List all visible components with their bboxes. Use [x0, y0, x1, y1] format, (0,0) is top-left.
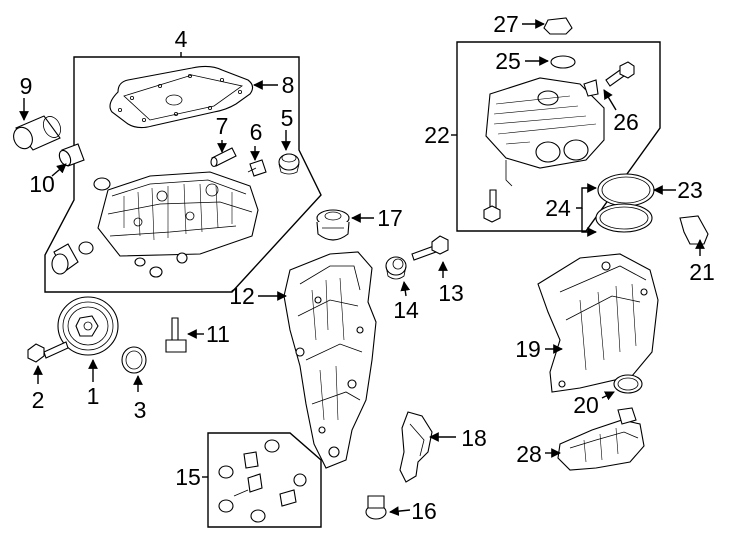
callout-11: 11 — [206, 321, 230, 347]
pin-part-7 — [210, 147, 237, 168]
cylinder-part-9 — [13, 115, 62, 151]
fittings-group-15 — [218, 439, 307, 523]
callout-1: 1 — [87, 383, 100, 409]
group-box-15 — [207, 432, 322, 528]
callout-13: 13 — [438, 280, 464, 306]
callout-26: 26 — [613, 109, 639, 135]
callout-27: 27 — [493, 11, 519, 37]
thermostat-part-17 — [316, 209, 350, 241]
seal-ring-part-25 — [550, 55, 576, 69]
shield-part-21 — [679, 215, 709, 245]
group-box-4 — [44, 56, 322, 293]
callout-25: 25 — [495, 48, 521, 74]
intake-manifold-part-19 — [537, 253, 659, 393]
valve-part-6 — [247, 159, 267, 177]
gasket-part-8 — [109, 65, 254, 129]
callout-10: 10 — [29, 171, 55, 197]
resonator-part-22 — [485, 77, 605, 187]
callout-20: 20 — [573, 392, 599, 418]
bolt-in-group-22 — [483, 189, 501, 223]
callout-28: 28 — [516, 441, 542, 467]
bolt-part-13 — [411, 235, 449, 261]
callout-labels: 4 9 10 8 7 6 5 1 2 3 11 12 17 13 14 18 1… — [20, 11, 715, 524]
callout-16: 16 — [411, 498, 437, 524]
callout-7: 7 — [216, 113, 229, 139]
callout-17: 17 — [377, 205, 403, 231]
callout-8: 8 — [282, 72, 295, 98]
gasket-part-20 — [613, 374, 643, 394]
callout-15: 15 — [175, 464, 201, 490]
callout-14: 14 — [393, 297, 419, 323]
callout-22: 22 — [424, 122, 450, 148]
cylinder-part-10 — [58, 143, 85, 167]
cover-housing-part — [78, 171, 259, 278]
cap-part-14 — [385, 256, 407, 280]
plug-part-in-group-4 — [51, 243, 79, 275]
timing-cover-part-12 — [283, 251, 377, 469]
actuator-part-28 — [557, 407, 645, 471]
seal-part-3 — [121, 346, 147, 374]
sensor-part-11 — [165, 317, 187, 353]
callout-24: 24 — [545, 195, 571, 221]
callout-5: 5 — [281, 105, 294, 131]
callout-18: 18 — [461, 425, 487, 451]
callout-12: 12 — [229, 283, 255, 309]
clamp-part-23 — [595, 173, 655, 233]
pulley-part-1 — [57, 296, 119, 356]
callout-2: 2 — [32, 387, 45, 413]
cap-part-5 — [278, 153, 300, 175]
callout-3: 3 — [134, 397, 147, 423]
grommet-part-27 — [543, 17, 573, 35]
callout-6: 6 — [250, 119, 263, 145]
bolt-part-26 — [583, 61, 635, 97]
callout-4: 4 — [175, 26, 188, 52]
callout-19: 19 — [515, 336, 541, 362]
bolt-part-2 — [27, 341, 69, 363]
bracket-part-18 — [399, 411, 433, 483]
leader-lines — [19, 19, 705, 516]
callout-23: 23 — [677, 177, 703, 203]
plug-part-16 — [365, 495, 387, 520]
callout-21: 21 — [689, 259, 715, 285]
callout-9: 9 — [20, 73, 33, 99]
